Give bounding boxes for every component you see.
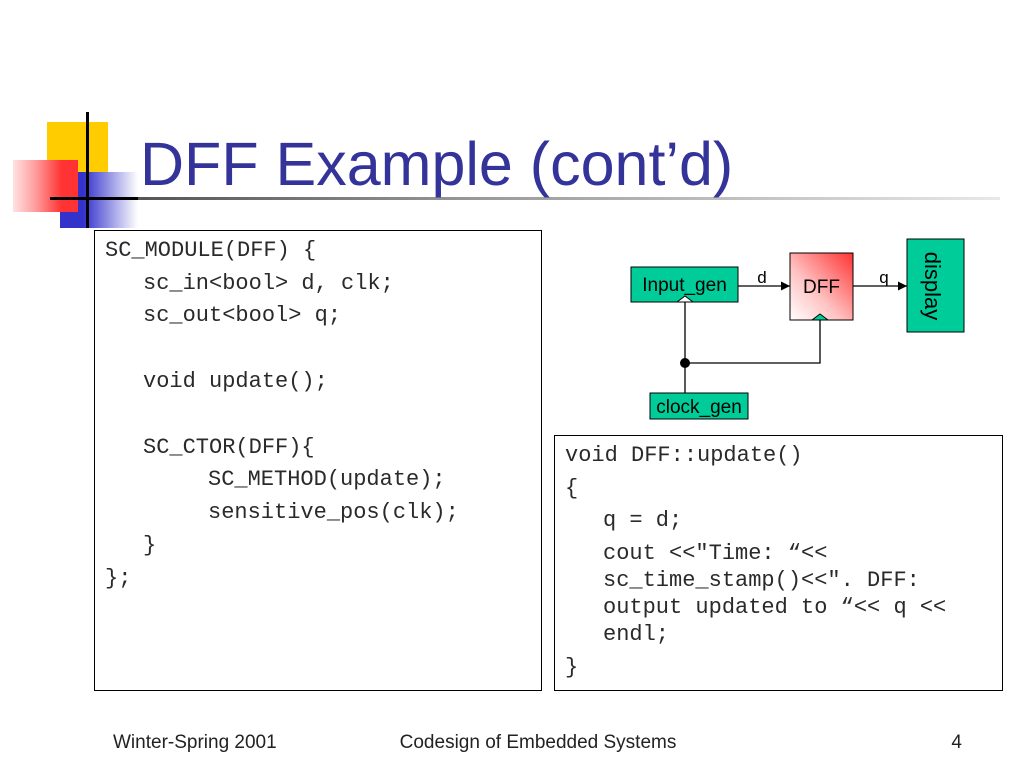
code-line: } — [565, 654, 579, 680]
clock-gen-block-label: clock_gen — [656, 397, 742, 418]
code-line: }; — [105, 565, 132, 591]
slide-title: DFF Example (cont’d) — [140, 130, 734, 198]
code-line: q = d; — [603, 508, 683, 534]
footer-course-title: Codesign of Embedded Systems — [399, 732, 677, 753]
logo-horizontal-line — [50, 197, 138, 200]
code-line: sc_in<bool> d, clk; — [143, 270, 394, 296]
dff-clock-port-icon — [810, 313, 830, 321]
code-line: sc_out<bool> q; — [143, 303, 342, 329]
module-code-box: SC_MODULE(DFF) { sc_in<bool> d, clk; sc_… — [94, 230, 542, 691]
d-signal-label: d — [757, 268, 766, 287]
code-line: SC_METHOD(update); — [208, 467, 446, 493]
wire-junction-dot — [680, 358, 690, 368]
code-line: sensitive_pos(clk); — [208, 500, 459, 526]
blank-line — [105, 401, 533, 428]
clock-wire-to-dff — [685, 320, 821, 364]
block-diagram: Input_gen DFF display clock_gen d q — [630, 238, 965, 420]
display-block-label: display — [920, 252, 945, 320]
logo-red-square — [13, 160, 78, 212]
code-line: SC_CTOR(DFF){ — [143, 434, 315, 460]
q-signal-label: q — [879, 268, 888, 287]
input-gen-clock-port-icon — [675, 295, 695, 303]
input-gen-block-label: Input_gen — [642, 275, 727, 296]
code-line: { — [565, 475, 579, 501]
code-line: } — [143, 532, 157, 558]
code-line: void update(); — [143, 368, 328, 394]
title-underline — [138, 197, 1000, 200]
page-number: 4 — [951, 732, 962, 753]
code-line: void DFF::update() — [565, 442, 803, 468]
clock-gen-block — [649, 392, 749, 420]
code-line: cout <<"Time: “<< sc_time_stamp()<<". DF… — [603, 541, 960, 648]
update-code-box: void DFF::update() { q = d; cout <<"Time… — [554, 435, 1003, 691]
footer-date: Winter-Spring 2001 — [113, 732, 277, 753]
code-line: SC_MODULE(DFF) { — [105, 237, 317, 263]
dff-block-label: DFF — [803, 277, 840, 298]
logo-vertical-line — [86, 112, 89, 228]
blank-line — [105, 335, 533, 362]
